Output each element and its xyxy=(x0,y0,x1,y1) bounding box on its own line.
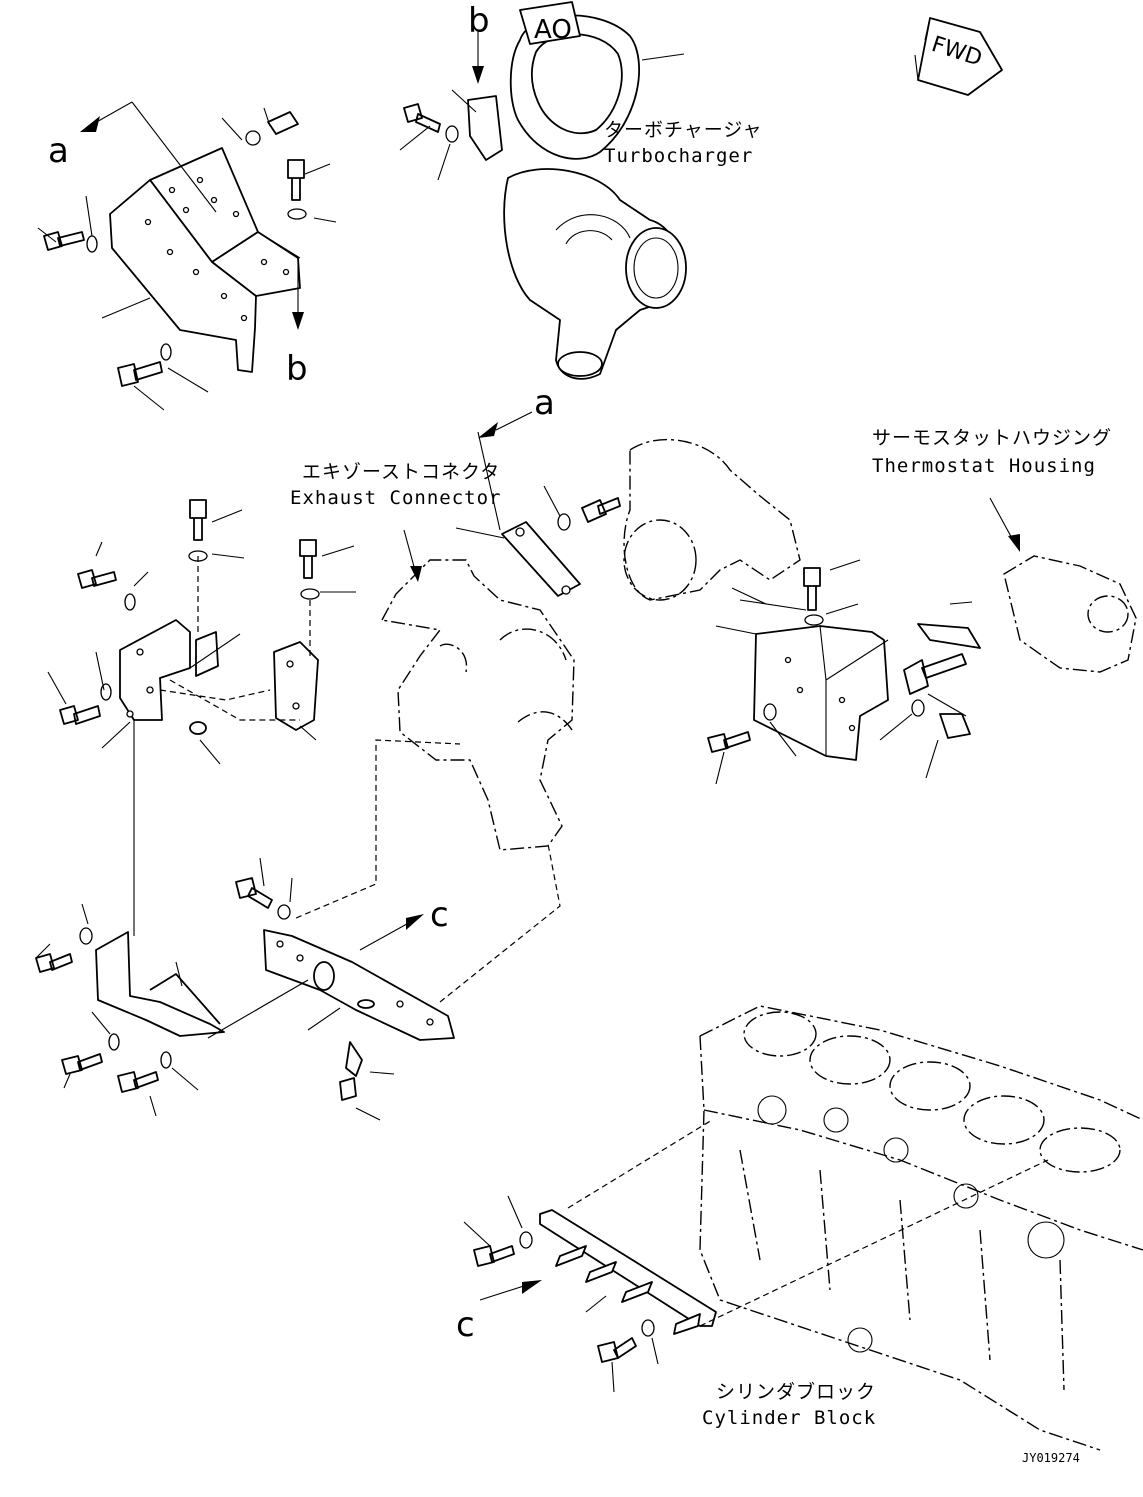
ref-a-top: a xyxy=(48,131,69,171)
ref-c-bottom: c xyxy=(456,1305,475,1345)
thermostat-housing-ghost: サーモスタットハウジング Thermostat Housing xyxy=(872,427,1137,673)
drawing-code: JY019274 xyxy=(1022,1451,1080,1465)
lower-rail-assembly: c xyxy=(456,1119,1049,1393)
turbocharger-body xyxy=(503,168,687,380)
top-heat-shield-plate xyxy=(109,147,301,373)
exhaust-connector-label: エキゾーストコネクタ Exhaust Connector xyxy=(290,461,501,582)
turbo-cover-marking: AO xyxy=(534,15,572,45)
thermostat-label-jp: サーモスタットハウジング xyxy=(872,427,1112,449)
turbocharger-heat-cover: AO xyxy=(509,1,685,160)
lower-bracket-assembly: c xyxy=(35,739,561,1121)
thermostat-label-en: Thermostat Housing xyxy=(872,455,1096,477)
turbocharger-label-en: Turbocharger xyxy=(604,145,753,167)
turbocharger-label-jp: ターボチャージャ xyxy=(604,119,762,141)
cylinder-block-label-jp: シリンダブロック xyxy=(716,1380,876,1403)
turbo-ghost-upper xyxy=(623,438,801,601)
ref-a-mid: a xyxy=(534,383,555,423)
thermostat-side-bracket xyxy=(707,559,981,785)
cylinder-block-label-en: Cylinder Block xyxy=(702,1407,876,1429)
cylinder-block-ghost: シリンダブロック Cylinder Block xyxy=(699,1005,1143,1451)
ref-b-bottom: b xyxy=(286,349,308,389)
turbo-bracket-and-bolt: b xyxy=(399,1,503,181)
left-bracket-upper xyxy=(47,499,356,936)
ref-c-mid: c xyxy=(430,895,449,935)
turbocharger-label: ターボチャージャ Turbocharger xyxy=(604,119,762,167)
fwd-direction-arrow: FWD xyxy=(914,17,1003,96)
exhaust-connector-ghost xyxy=(380,559,575,851)
exhaust-connector-label-jp: エキゾーストコネクタ xyxy=(302,461,500,483)
top-plate-bolts: a b xyxy=(37,101,337,411)
exhaust-connector-label-en: Exhaust Connector xyxy=(290,487,501,509)
exhaust-bracket-small: a xyxy=(455,383,621,597)
ref-b-top: b xyxy=(468,1,490,41)
